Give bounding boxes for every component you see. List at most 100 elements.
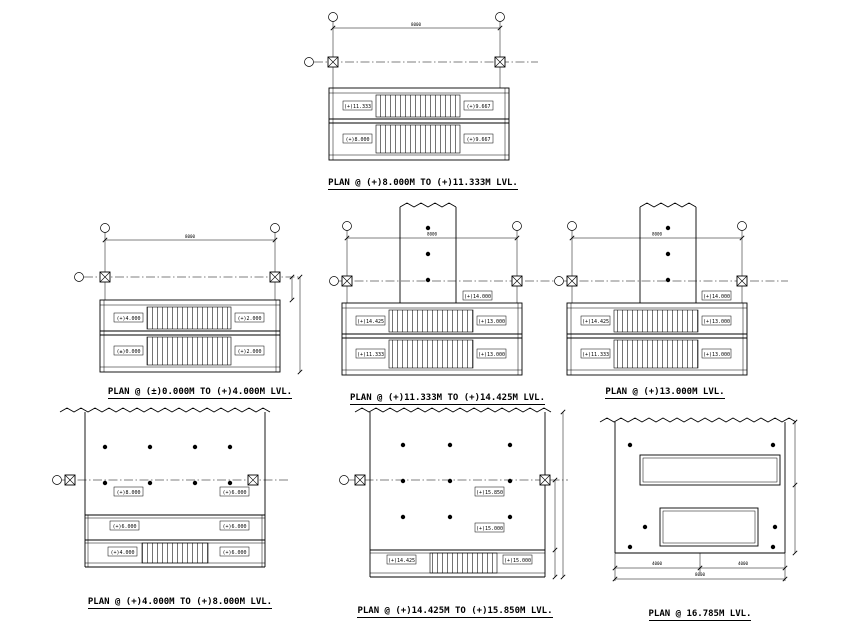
plan-title: PLAN @ (+)13.000M LVL.: [605, 387, 725, 399]
grid-bubble: [342, 221, 352, 231]
level-label: (+)14.425: [355, 315, 386, 326]
level-label: (+)14.000: [701, 290, 732, 301]
grid-bubble: [495, 12, 505, 22]
grid-bubble: [270, 223, 280, 233]
svg-text:(+)6.000: (+)6.000: [222, 524, 246, 530]
plan-title: PLAN @ (+)8.000M TO (+)11.333M LVL.: [328, 178, 518, 190]
stair-hatch: [388, 339, 474, 369]
plan-title: PLAN @ (+)14.425M TO (+)15.850M LVL.: [357, 606, 553, 618]
level-label: (±)0.000: [113, 345, 144, 356]
svg-text:(+)4.000: (+)4.000: [116, 316, 140, 322]
column-symbol: [494, 56, 506, 68]
dim-text: 8000: [411, 22, 422, 27]
level-label: (+)13.000: [476, 315, 507, 326]
grid-lines: [554, 221, 788, 286]
level-label: (+)6.000: [219, 520, 250, 531]
level-label: (+)11.333: [355, 348, 386, 359]
column-symbol: [341, 275, 353, 287]
stair-hatch: [613, 309, 699, 333]
grid-bubble: [339, 475, 349, 485]
stair-hatch: [375, 94, 461, 118]
column-symbol: [64, 474, 76, 486]
plan-view-11333-14425: 8000 (+)14.000 (+)14.425 (+)13.000 (+)11…: [329, 202, 563, 376]
rebar-dot: [665, 225, 671, 231]
side-dimension: [289, 274, 303, 375]
plan-view-4000-8000: (+)8.000 (+)6.000 (+)6.000 (+)6.000 (+)4…: [52, 407, 290, 568]
column-symbol: [511, 275, 523, 287]
opening-outline: [659, 507, 759, 547]
dim-text: 8000: [652, 232, 663, 237]
level-label: (+)6.000: [109, 520, 140, 531]
grid-bubble: [512, 221, 522, 231]
level-label: (+)9.667: [463, 100, 494, 111]
level-label: (+)11.333: [342, 100, 373, 111]
level-label: (+)8.000: [113, 486, 144, 497]
column-symbol: [566, 275, 578, 287]
stair-hatch: [141, 542, 209, 564]
plan-view-13000: 8000 (+)14.000 (+)14.425 (+)13.000 (+)11…: [554, 202, 788, 376]
stair-hatch: [613, 339, 699, 369]
svg-text:(+)14.000: (+)14.000: [703, 294, 730, 300]
column-symbol: [247, 474, 259, 486]
level-label: (+)2.000: [234, 345, 265, 356]
break-line: [599, 417, 797, 423]
level-label: (+)4.000: [107, 546, 138, 557]
svg-text:(+)13.000: (+)13.000: [703, 319, 730, 325]
level-label: (+)6.000: [219, 546, 250, 557]
svg-text:(+)9.667: (+)9.667: [466, 104, 490, 110]
svg-text:(+)15.000: (+)15.000: [504, 558, 531, 564]
column-symbol: [736, 275, 748, 287]
grid-bubble: [74, 272, 84, 282]
grid-lines: [339, 475, 568, 485]
svg-text:(+)6.000: (+)6.000: [222, 550, 246, 556]
side-dimension: [552, 409, 566, 580]
stair-hatch: [146, 336, 232, 366]
svg-text:(+)4.000: (+)4.000: [110, 550, 134, 556]
break-line: [59, 407, 271, 413]
rebar-dots: [627, 442, 778, 550]
level-label: (+)4.000: [113, 312, 144, 323]
stair-hatch: [375, 124, 461, 154]
break-line: [639, 202, 697, 208]
svg-text:(+)11.333: (+)11.333: [357, 352, 384, 358]
break-line: [399, 202, 457, 208]
svg-text:(+)15.000: (+)15.000: [476, 526, 503, 532]
rebar-dots: [400, 442, 513, 520]
svg-text:(+)14.425: (+)14.425: [582, 319, 609, 325]
level-label: (+)13.000: [476, 348, 507, 359]
rebar-dot: [665, 251, 671, 257]
shaft-above: [399, 202, 457, 303]
svg-text:(+)15.850: (+)15.850: [476, 490, 503, 496]
slab-outline: [369, 412, 546, 550]
column-symbol: [327, 56, 339, 68]
svg-text:(+)2.000: (+)2.000: [237, 316, 261, 322]
svg-text:(+)9.667: (+)9.667: [466, 137, 490, 143]
slab-outline: [614, 422, 786, 554]
plan-title: PLAN @ 16.785M LVL.: [648, 609, 752, 621]
dim-text: 8000: [185, 234, 196, 239]
stair-block-outline: [341, 286, 523, 376]
dim-text: 4000: [652, 561, 663, 566]
svg-text:(+)14.000: (+)14.000: [464, 294, 491, 300]
plan-view-8000-11333: 8000 (+)11.333 (+)9.667 (+)8.000 (+)9.66…: [304, 12, 538, 161]
bottom-dimension: 4000 4000 8000: [612, 553, 788, 582]
plan-view-14425-15850: (+)15.850 (+)15.000 (+)14.425 (+)15.000: [339, 407, 568, 580]
rebar-dot: [425, 251, 431, 257]
grid-bubble: [100, 223, 110, 233]
rebar-dots: [102, 444, 233, 486]
level-label: (+)13.000: [701, 315, 732, 326]
stair-block-outline: [84, 514, 266, 568]
level-label: (+)14.425: [580, 315, 611, 326]
level-label: (+)15.000: [502, 554, 533, 565]
rebar-dot: [425, 277, 431, 283]
svg-text:(+)8.000: (+)8.000: [345, 137, 369, 143]
dimension: 8000: [569, 232, 745, 241]
level-label: (+)6.000: [219, 486, 250, 497]
dimension: 8000: [330, 22, 503, 31]
svg-text:(+)8.000: (+)8.000: [116, 490, 140, 496]
svg-text:(+)6.000: (+)6.000: [222, 490, 246, 496]
svg-text:(±)0.000: (±)0.000: [116, 349, 140, 355]
dimension: 8000: [102, 234, 278, 243]
stair-block-outline: [328, 67, 510, 161]
